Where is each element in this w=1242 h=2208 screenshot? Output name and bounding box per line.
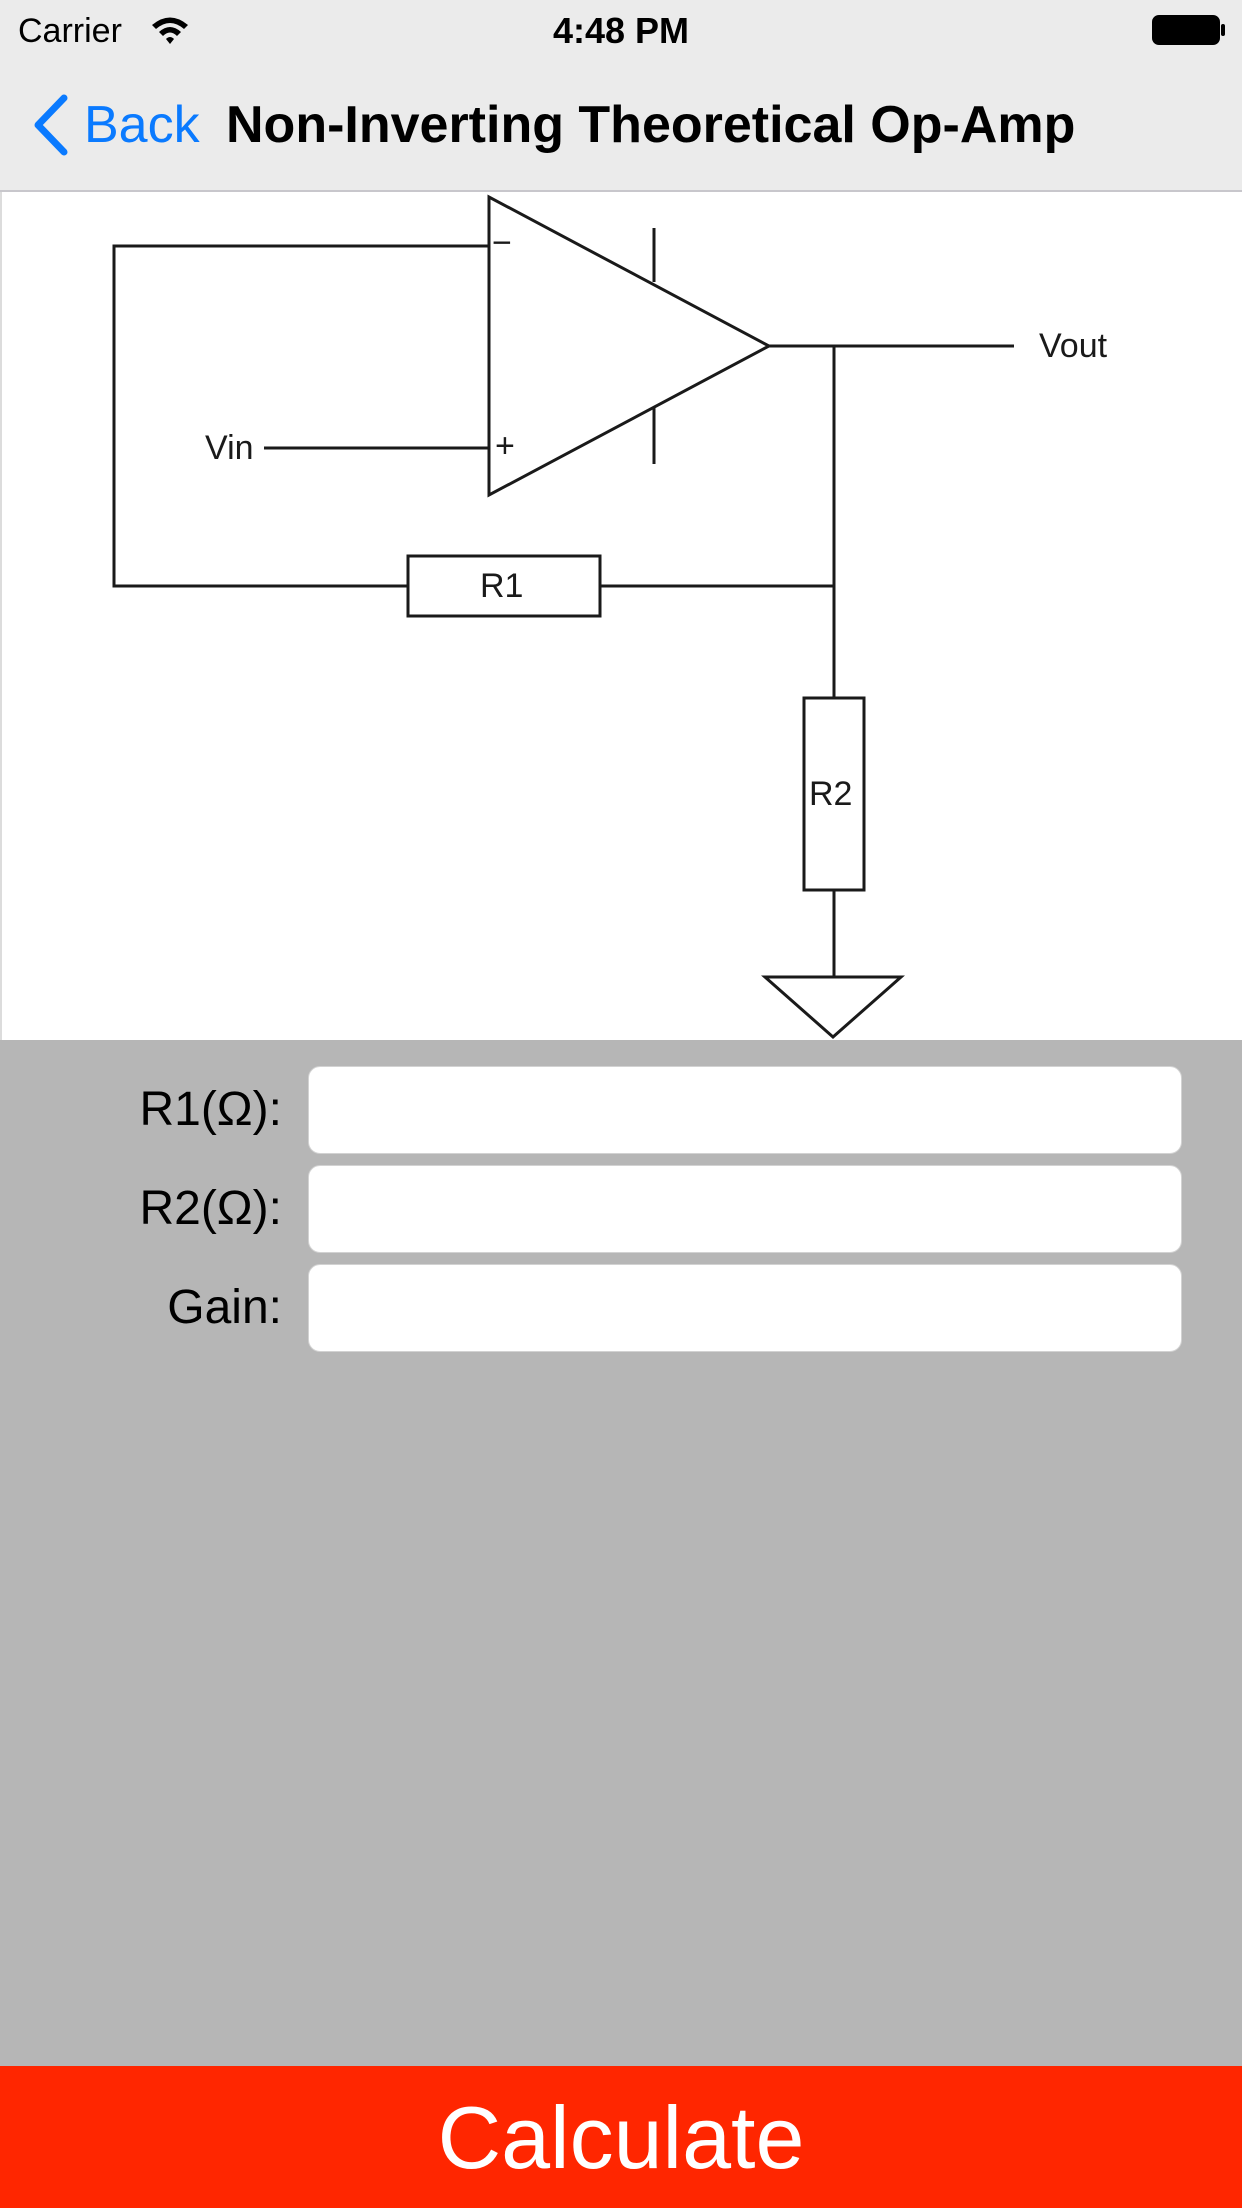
r2-input[interactable]	[308, 1165, 1182, 1253]
r1-input[interactable]	[308, 1066, 1182, 1154]
chevron-left-icon	[34, 94, 68, 156]
navigation-bar: Back Non-Inverting Theoretical Op-Amp	[0, 62, 1242, 192]
status-time: 4:48 PM	[552, 10, 690, 51]
battery-icon	[1152, 15, 1225, 45]
r2-label-text: R2(Ω):	[139, 1182, 282, 1235]
vout-label: Vout	[1039, 327, 1108, 365]
ground-symbol	[761, 975, 905, 1040]
r1-field-row: R1(Ω):	[0, 1066, 1242, 1154]
r1-resistor	[406, 554, 602, 618]
r2-label: R2	[809, 775, 853, 813]
circuit-diagram: − + Vin Vout R1 R2	[0, 192, 1242, 1040]
op-amp-symbol	[487, 194, 773, 498]
back-label: Back	[84, 96, 200, 154]
wifi-icon	[152, 17, 188, 44]
carrier-label: Carrier	[18, 12, 122, 50]
gain-field-row: Gain:	[0, 1264, 1242, 1352]
r2-field-row: R2(Ω):	[0, 1165, 1242, 1253]
page-title: Non-Inverting Theoretical Op-Amp	[226, 96, 1076, 154]
r1-label-text: R1(Ω):	[139, 1083, 282, 1136]
feedback-wire	[112, 244, 489, 588]
r1-label: R1	[480, 567, 524, 605]
circuit-schematic	[112, 194, 1014, 1040]
input-form: R1(Ω): R2(Ω): Gain:	[0, 1040, 1242, 2066]
vin-label: Vin	[205, 429, 254, 467]
inverting-input-sign: −	[492, 224, 512, 262]
calculate-button[interactable]: Calculate	[0, 2066, 1242, 2208]
status-bar: Carrier 4:48 PM	[0, 0, 1242, 62]
gain-input[interactable]	[308, 1264, 1182, 1352]
gain-label-text: Gain:	[167, 1281, 282, 1334]
non-inverting-input-sign: +	[495, 427, 515, 465]
back-button[interactable]: Back	[30, 90, 200, 160]
